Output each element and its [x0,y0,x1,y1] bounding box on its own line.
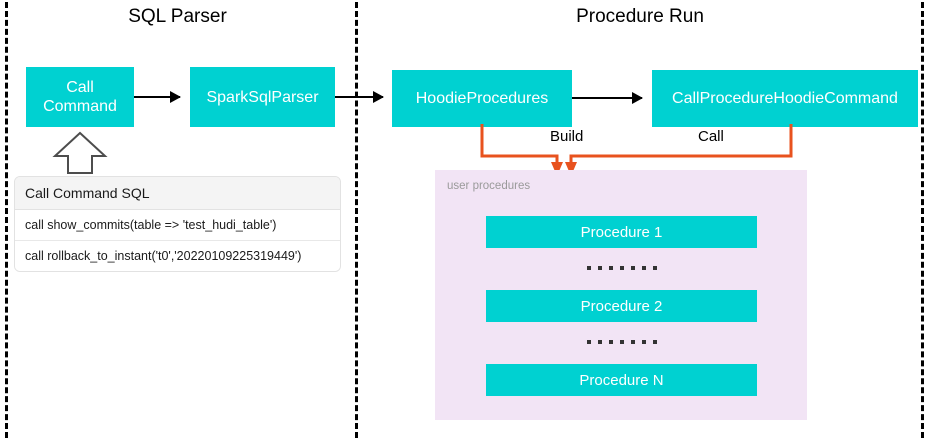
edge-label-build: Build [546,128,588,145]
edge-label-call: Call [694,128,728,145]
dot-icon [586,266,591,270]
section-title-procedure-run: Procedure Run [576,6,704,27]
procedure-item: Procedure N [486,364,757,396]
call-command-sql-table: Call Command SQL call show_commits(table… [14,176,341,272]
dot-icon [652,340,657,344]
divider-right-dashed [921,2,924,438]
arrow-up-outline-icon [52,131,108,174]
procedure-item: Procedure 1 [486,216,757,248]
sql-table-row: call show_commits(table => 'test_hudi_ta… [15,210,340,241]
user-procedures-panel: user procedures Procedure 1 Procedure 2 … [435,170,807,420]
ellipsis-dots [486,252,757,284]
arrow-right-icon-hoodie-to-call-procedure [572,92,643,104]
dot-icon [630,340,635,344]
dot-icon [597,266,602,270]
dot-icon [608,340,613,344]
dot-icon [586,340,591,344]
node-call-procedure-hoodie-command: CallProcedureHoodieCommand [652,70,918,127]
user-procedures-label: user procedures [447,180,531,192]
procedure-item: Procedure 2 [486,290,757,322]
divider-left-dashed [5,2,8,438]
section-title-sql-parser: SQL Parser [128,6,227,27]
ellipsis-dots [486,326,757,358]
dot-icon [619,266,624,270]
dot-icon [597,340,602,344]
orange-connector-arrows [480,124,793,176]
dot-icon [608,266,613,270]
dot-icon [619,340,624,344]
dot-icon [630,266,635,270]
dot-icon [641,340,646,344]
arrow-right-icon-parser-to-hoodie-procedures [335,91,384,103]
dot-icon [641,266,646,270]
divider-middle-dashed [355,2,358,438]
node-call-command: Call Command [26,67,134,127]
dot-icon [652,266,657,270]
node-spark-sql-parser: SparkSqlParser [190,67,335,127]
sql-table-row: call rollback_to_instant('t0','202201092… [15,241,340,271]
node-hoodie-procedures: HoodieProcedures [392,70,572,127]
arrow-right-icon-call-command-to-parser [134,91,181,103]
sql-table-header: Call Command SQL [15,177,340,210]
